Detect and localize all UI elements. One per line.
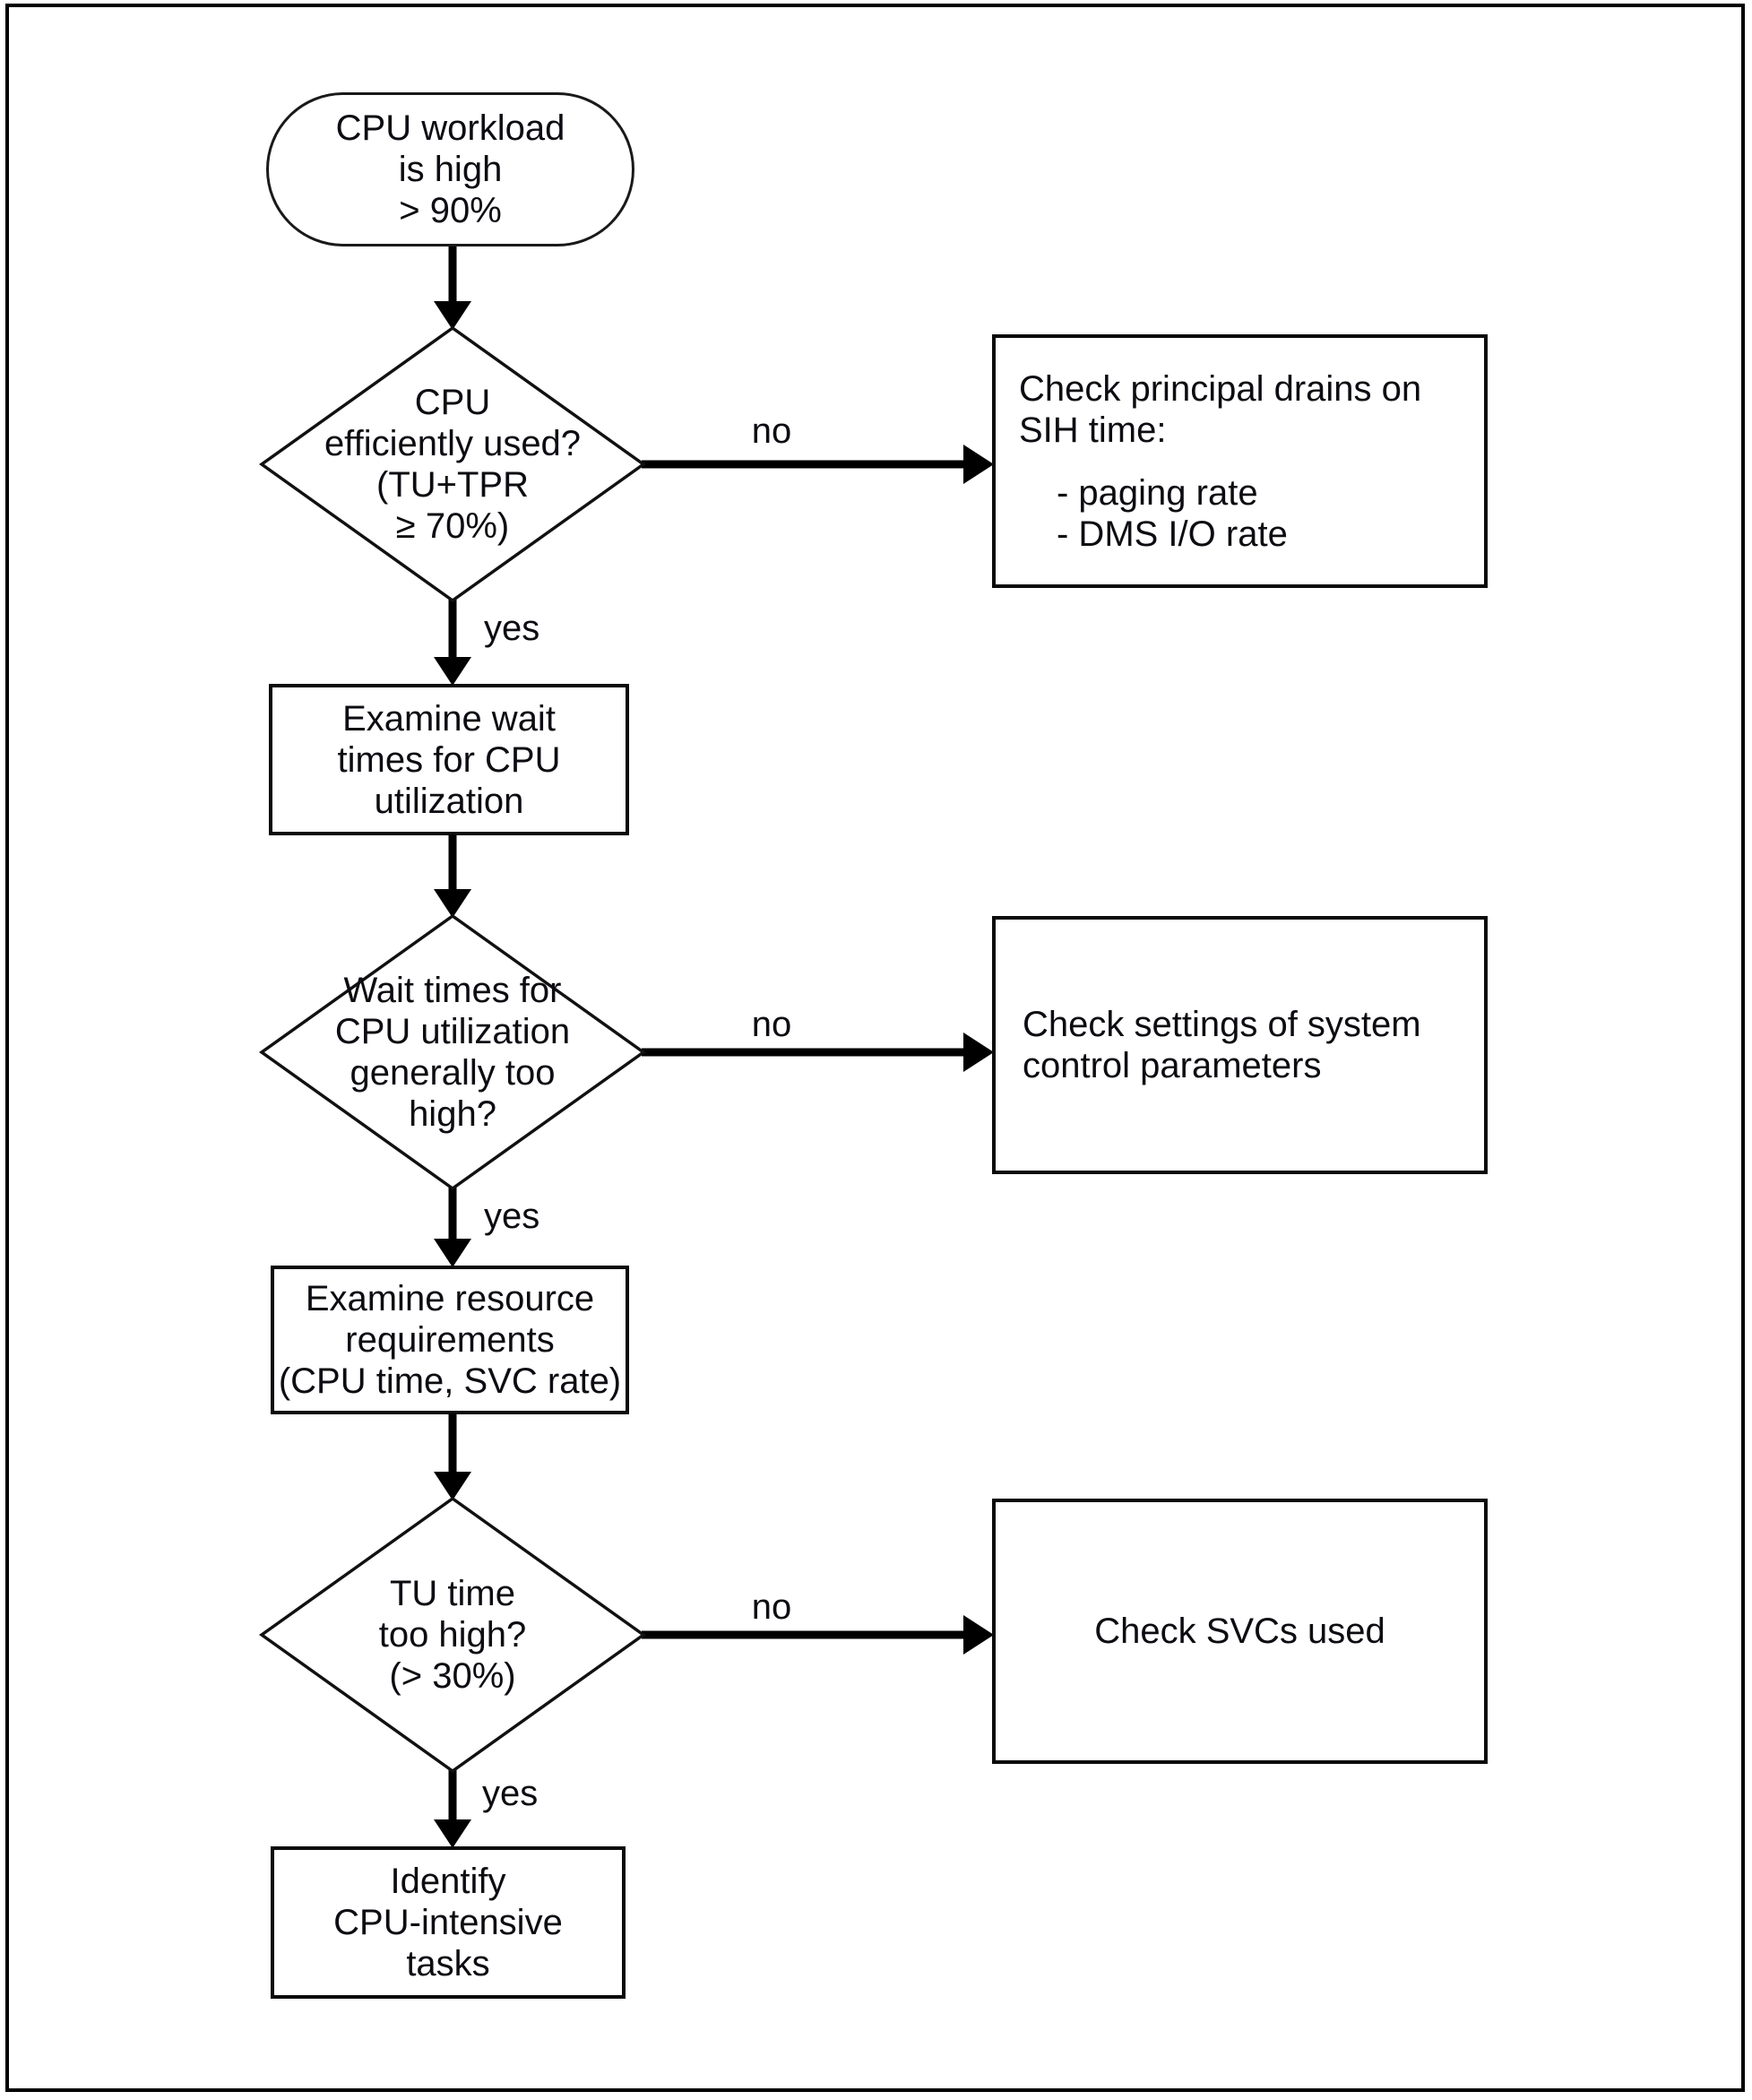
decision-text-tu-time-too-high: TU time too high? (> 30%) xyxy=(296,1529,609,1741)
arrowhead-d2-yes xyxy=(434,1239,471,1267)
node-line: too high? xyxy=(378,1615,527,1655)
process-examine-resource-requirements: Examine resource requirements (CPU time,… xyxy=(271,1266,629,1414)
box-check-svcs-used: Check SVCs used xyxy=(992,1499,1488,1764)
edge-label-yes-3: yes xyxy=(482,1774,539,1813)
edge-label-no-1: no xyxy=(751,411,792,451)
node-line: Check SVCs used xyxy=(1094,1612,1385,1651)
node-line: Identify xyxy=(390,1862,506,1901)
page-frame xyxy=(5,4,1745,2092)
process-identify-cpu-intensive-tasks: Identify CPU-intensive tasks xyxy=(271,1846,626,1999)
arrowhead-b2-to-d2 xyxy=(434,889,471,918)
node-line: times for CPU xyxy=(337,739,561,780)
decision-diamond-cpu-efficiently-used xyxy=(258,325,647,603)
decision-text-wait-times-too-high: Wait times for CPU utilization generally… xyxy=(287,938,618,1167)
node-line: TU time xyxy=(390,1574,515,1613)
node-line: (> 30%) xyxy=(389,1656,516,1696)
arrowhead-d3-yes xyxy=(434,1819,471,1848)
arrowhead-b4-to-d3 xyxy=(434,1472,471,1500)
node-line: control parameters xyxy=(1023,1046,1322,1085)
edge-label-no-3: no xyxy=(751,1587,792,1627)
decision-diamond-tu-time-too-high xyxy=(258,1496,647,1774)
node-line: tasks xyxy=(406,1944,490,1983)
node-line: SIH time: xyxy=(1019,410,1167,450)
process-examine-wait-times: Examine wait times for CPU utilization xyxy=(269,684,629,835)
node-line: is high xyxy=(398,150,503,189)
decision-diamond-wait-times-too-high xyxy=(258,913,647,1191)
node-line: Examine resource xyxy=(305,1279,595,1318)
arrowhead-d1-no xyxy=(963,445,994,484)
arrowhead-d2-no xyxy=(963,1033,994,1072)
node-line: requirements xyxy=(345,1320,555,1360)
node-line: Wait times for xyxy=(343,971,562,1010)
arrowhead-start-to-d1 xyxy=(434,301,471,330)
node-line: Examine wait xyxy=(342,698,556,739)
node-line: utilization xyxy=(374,781,524,821)
node-line: CPU workload xyxy=(335,108,565,148)
edge-label-yes-1: yes xyxy=(484,609,540,648)
node-bullet: - DMS I/O rate xyxy=(1057,514,1288,554)
node-bullet: - paging rate xyxy=(1057,472,1258,513)
node-line: Check settings of system xyxy=(1023,1005,1421,1044)
edge-label-yes-2: yes xyxy=(484,1197,540,1236)
box-check-system-parameters: Check settings of system control paramet… xyxy=(992,916,1488,1174)
box-check-principal-drains: Check principal drains on SIH time: - pa… xyxy=(992,334,1488,588)
node-line: high? xyxy=(409,1094,496,1134)
node-line: CPU xyxy=(414,383,491,422)
decision-text-cpu-efficiently-used: CPU efficiently used? (TU+TPR ≥ 70%) xyxy=(296,350,609,579)
edge-label-no-2: no xyxy=(751,1005,792,1044)
node-line: (CPU time, SVC rate) xyxy=(278,1361,622,1401)
node-line: Check principal drains on xyxy=(1019,368,1422,409)
node-line: ≥ 70%) xyxy=(395,506,510,546)
start-node-cpu-workload-high: CPU workload is high > 90% xyxy=(266,92,634,246)
node-line: (TU+TPR xyxy=(376,465,529,505)
node-line: efficiently used? xyxy=(324,424,582,463)
arrowhead-d1-yes xyxy=(434,657,471,686)
node-line: CPU-intensive xyxy=(333,1903,563,1942)
node-line: CPU utilization xyxy=(334,1012,571,1051)
node-line: > 90% xyxy=(399,191,502,230)
arrowhead-d3-no xyxy=(963,1615,994,1655)
node-line: generally too xyxy=(350,1053,556,1093)
